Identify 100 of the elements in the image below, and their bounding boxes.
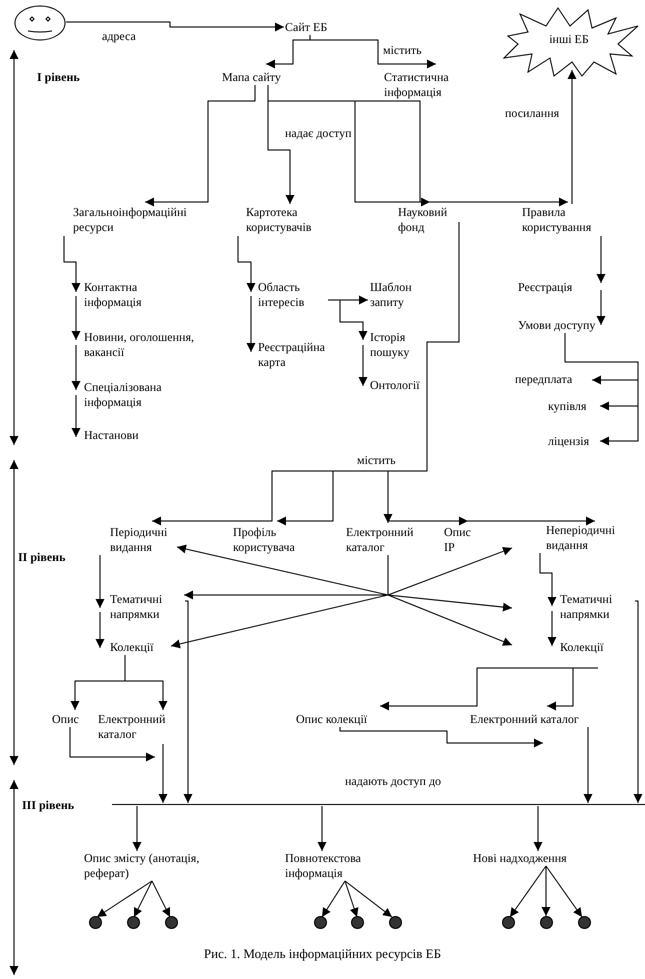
arrow <box>184 600 192 804</box>
dot <box>540 916 553 929</box>
node-label: Колекції <box>508 640 620 670</box>
node-label: Опис <box>52 708 82 727</box>
node-label: Область інтересів <box>245 280 333 310</box>
node-label: Тематичні напрямки <box>508 592 635 622</box>
arrow <box>238 236 256 292</box>
arrow <box>328 300 368 340</box>
arrow <box>542 866 550 916</box>
node-label: Загальноінформаційні ресурси <box>60 200 208 235</box>
node-label: Опис змісту (анотація, реферат) <box>84 851 219 881</box>
node-label: Історія пошуку <box>358 330 430 360</box>
arrow <box>158 744 168 804</box>
arrow <box>540 552 556 606</box>
dot <box>165 916 178 929</box>
arrow <box>388 546 512 596</box>
node-label: Контактна інформація <box>70 280 164 310</box>
node-label: Новини, оголошення, вакансії <box>70 330 219 360</box>
arrow <box>96 554 104 608</box>
arrow <box>268 84 568 206</box>
node-label: Електронний каталог <box>346 518 431 555</box>
arrow <box>124 654 168 710</box>
node-label: Науковий фонд <box>398 200 493 235</box>
arrow <box>66 22 284 32</box>
smiley-face-icon <box>14 5 66 41</box>
node-label: інші ЕБ <box>548 32 590 47</box>
arrow <box>72 296 80 340</box>
node-label: Реєстраційна карта <box>245 340 338 370</box>
arrow <box>358 344 368 386</box>
node-label: Опис ІР <box>444 518 474 555</box>
arrow <box>340 726 544 748</box>
node-label: Спеціалізована інформація <box>70 380 179 410</box>
relation-label: містить <box>383 43 422 58</box>
arrow <box>344 880 392 918</box>
level-label: ІІІ рівень <box>22 798 74 813</box>
node-label: Картотека користувачів <box>234 200 336 235</box>
arrow <box>72 394 80 438</box>
node-label: Настанови <box>70 428 154 443</box>
arrow <box>144 84 256 206</box>
arrow <box>596 290 606 326</box>
arrow <box>310 34 436 68</box>
dot <box>389 916 402 929</box>
dot <box>127 916 140 929</box>
node-label: Умови доступу <box>518 318 633 333</box>
arrow <box>152 880 170 918</box>
arrow <box>534 806 542 852</box>
arrow <box>510 866 546 918</box>
node-label: Мапа сайту <box>222 62 294 85</box>
arrow <box>176 544 388 596</box>
node-label: Періодичні видання <box>96 518 185 555</box>
level-label: І рівень <box>37 70 80 85</box>
arrow <box>246 296 256 352</box>
node-label: передплата <box>515 372 595 387</box>
relation-label: надає доступ <box>285 126 352 141</box>
node-label: Сайт ЕБ <box>280 20 345 35</box>
arrow <box>596 236 606 284</box>
node-label: Тематичні напрямки <box>96 592 185 622</box>
arrow <box>344 880 358 918</box>
arrow <box>132 806 142 852</box>
arrow <box>72 344 80 390</box>
arrow <box>568 70 576 204</box>
node-label: Колекції <box>96 640 172 655</box>
node-label: купівля <box>548 399 603 414</box>
node-label: Неперіодичні видання <box>505 518 631 553</box>
dot <box>89 916 102 929</box>
arrow <box>546 668 598 710</box>
arrow <box>134 880 152 918</box>
arrow <box>546 866 582 918</box>
node-label: Повнотекстова інформація <box>285 851 380 881</box>
dot <box>351 916 364 929</box>
arrow <box>634 600 642 804</box>
bus-line <box>112 804 645 805</box>
dot <box>502 916 515 929</box>
arrow <box>584 726 592 804</box>
node-label: Шаблон запиту <box>365 280 430 310</box>
arrow <box>96 880 152 918</box>
node-label: Реєстрація <box>518 280 633 295</box>
node-label: Онтології <box>358 378 430 393</box>
figure-caption: Рис. 1. Модель інформаційних ресурсів ЕБ <box>204 946 442 962</box>
node-label: Нові надходження <box>473 851 583 866</box>
arrow <box>64 236 80 292</box>
node-label: Статистична інформація <box>384 62 466 100</box>
arrow <box>96 612 104 648</box>
node-label: Опис колекції <box>296 704 381 727</box>
node-label: Правила користування <box>522 200 634 235</box>
arrow <box>548 610 556 646</box>
arrow <box>318 806 326 852</box>
node-label: Електронний каталог <box>98 708 178 762</box>
arrow <box>564 332 638 446</box>
node-label: ліцензія <box>548 434 603 449</box>
node-label: Профіль користувача <box>233 518 328 555</box>
level-label: ІІ рівень <box>18 550 66 565</box>
relation-label: надають доступ до <box>345 774 442 789</box>
arrow <box>322 880 346 918</box>
arrow <box>388 554 512 646</box>
relation-label: містить <box>357 453 396 468</box>
node-label: Електронний каталог <box>470 704 590 748</box>
dot <box>578 916 591 929</box>
arrow <box>70 726 156 762</box>
dot <box>314 916 327 929</box>
